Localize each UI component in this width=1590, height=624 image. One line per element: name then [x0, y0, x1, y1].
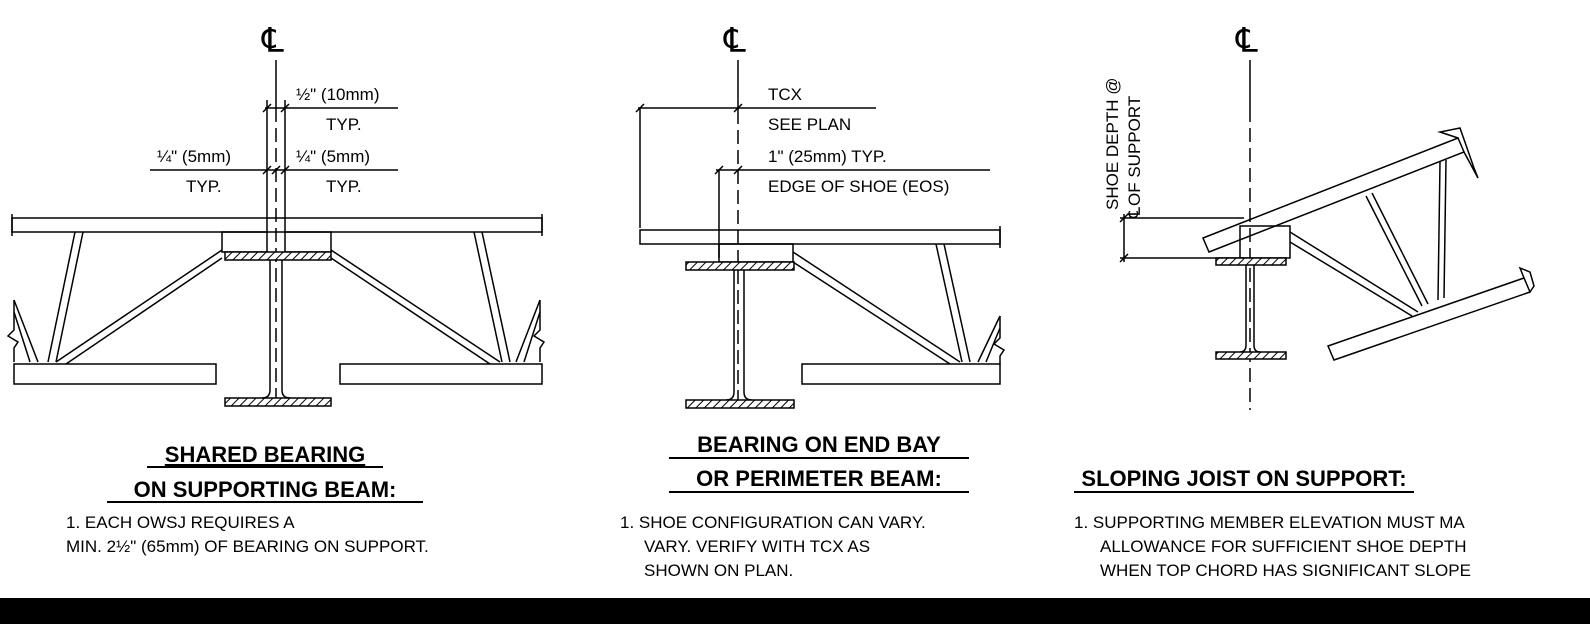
web-diagonal [55, 249, 223, 363]
note-line: VARY. VERIFY WITH TCX AS [644, 537, 870, 556]
eos-sub-label: EDGE OF SHOE (EOS) [768, 177, 949, 196]
centerline-symbol-small: ℄ [1125, 207, 1144, 219]
top-chord [11, 217, 543, 233]
web-diagonal [330, 249, 501, 363]
bottom-chord-left [13, 363, 217, 385]
detail-title-line2: ON SUPPORTING BEAM: [134, 477, 397, 502]
shoe-depth-label: SHOE DEPTH @ [1103, 78, 1122, 211]
detail-title-line1: BEARING ON END BAY [697, 432, 941, 457]
dim-label-typ: TYP. [326, 115, 362, 134]
beam-bottom-flange [1215, 351, 1287, 360]
beam-bottom-flange [685, 399, 795, 409]
centerline-symbol: ℄ [1235, 22, 1258, 60]
bottom-chord-right [339, 363, 543, 385]
detail-title-line2: OR PERIMETER BEAM: [696, 466, 942, 491]
web-member [473, 231, 503, 363]
bottom-chord [801, 363, 1001, 385]
sloping-bottom-chord [1326, 277, 1532, 361]
eos-label: 1" (25mm) TYP. [768, 147, 887, 166]
web-diagonal [1289, 231, 1419, 313]
of-support-label: OF SUPPORT [1125, 96, 1144, 206]
detail-sloping-joist: ℄ [1119, 22, 1535, 410]
beam-top-flange [1215, 257, 1287, 266]
detail-shared-bearing: ℄ [6, 22, 546, 407]
sloping-top-chord [1202, 137, 1465, 253]
bearing-shoe-left [221, 231, 268, 253]
tcx-label: TCX [768, 85, 802, 104]
web-member [1365, 195, 1423, 307]
centerline-symbol: ℄ [723, 22, 746, 60]
dim-tick [280, 103, 290, 113]
web-member [47, 231, 76, 363]
tcx-sub-label: SEE PLAN [768, 115, 851, 134]
note-line: ALLOWANCE FOR SUFFICIENT SHOE DEPTH [1100, 537, 1467, 556]
note-line: 1. SUPPORTING MEMBER ELEVATION MUST MA [1074, 513, 1465, 532]
note-line: MIN. 2½" (65mm) OF BEARING ON SUPPORT. [66, 537, 429, 556]
detail-title-line1: SHARED BEARING [165, 442, 365, 467]
dim-tick [262, 165, 272, 175]
top-chord [639, 229, 1001, 245]
bearing-shoe [718, 243, 794, 263]
web-member [935, 243, 963, 363]
beam-top-flange [685, 261, 795, 271]
note-line: 1. EACH OWSJ REQUIRES A [66, 513, 295, 532]
dim-label-quarter-inch-left: ¼" (5mm) [157, 147, 231, 166]
bearing-shoe-right [284, 231, 332, 253]
detail-end-bay: ℄ [635, 22, 1006, 409]
dim-tick [280, 165, 290, 175]
dim-label-quarter-inch-right: ¼" (5mm) [296, 147, 370, 166]
dim-label-typ: TYP. [186, 177, 222, 196]
note-line: 1. SHOE CONFIGURATION CAN VARY. [620, 513, 926, 532]
sheet-border-bar [0, 598, 1590, 624]
beam-top-flange [224, 251, 332, 261]
web-diagonal [792, 251, 961, 363]
dim-label-half-inch: ½" (10mm) [296, 85, 380, 104]
detail-title: SLOPING JOIST ON SUPPORT: [1081, 466, 1406, 491]
dim-tick [262, 103, 272, 113]
web-member [1437, 161, 1441, 301]
dim-tick [271, 165, 281, 175]
beam-bottom-flange [224, 397, 332, 407]
dim-label-typ: TYP. [326, 177, 362, 196]
note-line: SHOWN ON PLAN. [644, 561, 793, 580]
note-line: WHEN TOP CHORD HAS SIGNIFICANT SLOPE [1100, 561, 1471, 580]
centerline-symbol: ℄ [261, 22, 284, 60]
